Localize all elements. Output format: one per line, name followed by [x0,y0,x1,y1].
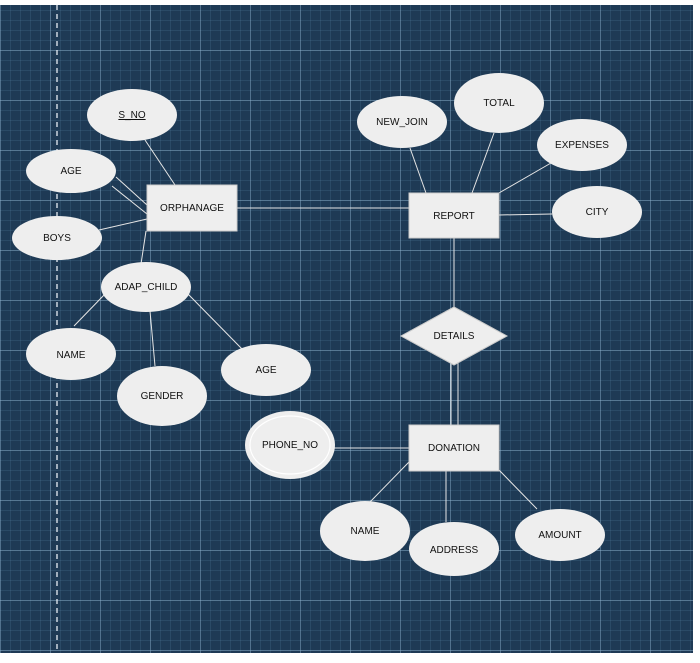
attribute-label: AMOUNT [538,530,581,541]
entity-label: DONATION [428,443,480,454]
connector-donor-name [369,461,410,503]
attribute-label: S_NO [118,110,145,121]
connector-expenses [498,162,552,194]
attribute-boys[interactable]: BOYS [12,216,102,260]
attribute-expenses[interactable]: EXPENSES [537,119,627,171]
attribute-label: PHONE_NO [262,440,318,451]
connector-age-a [115,176,148,206]
attribute-label: ADAP_CHILD [115,282,178,293]
attribute-new-join[interactable]: NEW_JOIN [357,96,447,148]
connector-newjoin [409,147,427,194]
attribute-orphanage-age[interactable]: AGE [26,149,116,193]
entity-orphanage[interactable]: ORPHANAGE [146,184,238,232]
relationship-label: DETAILS [434,331,475,342]
attribute-label: CITY [586,207,609,218]
attribute-label: NAME [351,526,380,537]
attribute-label: EXPENSES [555,140,609,151]
connector-age-b [111,185,148,215]
attribute-child-name[interactable]: NAME [26,328,116,380]
entity-report[interactable]: REPORT [408,192,500,239]
connector-boys [98,218,148,231]
connector-total [471,132,495,194]
attribute-adap-child[interactable]: ADAP_CHILD [101,262,191,312]
connector-amount [498,469,538,510]
entity-label: REPORT [433,211,475,222]
multivalued-ring [249,415,331,475]
attribute-phone-no[interactable]: PHONE_NO [245,411,335,479]
attribute-address[interactable]: ADDRESS [409,522,499,576]
attribute-city[interactable]: CITY [552,186,642,238]
right-margin [693,0,700,658]
bottom-margin [0,653,700,658]
entity-donation[interactable]: DONATION [408,424,500,472]
entity-label: ORPHANAGE [160,203,224,214]
attribute-child-age[interactable]: AGE [221,344,311,396]
relationship-details[interactable]: DETAILS [399,306,509,366]
attribute-label: NEW_JOIN [376,117,428,128]
attribute-label: GENDER [141,391,184,402]
attribute-donor-name[interactable]: NAME [320,501,410,561]
attribute-gender[interactable]: GENDER [117,366,207,426]
top-margin [0,0,700,5]
connector-adap-child [140,230,147,265]
attribute-label: AGE [60,166,81,177]
connector-sno [144,139,176,186]
connector-child-gender [149,310,156,367]
attribute-label: NAME [57,350,86,361]
connectors [73,132,553,522]
attribute-total[interactable]: TOTAL [454,73,544,133]
attribute-label: TOTAL [483,98,515,109]
attribute-s-no[interactable]: S_NO [87,89,177,141]
attribute-label: ADDRESS [430,545,479,556]
connector-child-age [187,293,244,351]
connector-child-name [73,293,106,327]
attribute-label: AGE [255,365,276,376]
attribute-label: BOYS [43,233,71,244]
attribute-amount[interactable]: AMOUNT [515,509,605,561]
connector-city [498,213,553,216]
